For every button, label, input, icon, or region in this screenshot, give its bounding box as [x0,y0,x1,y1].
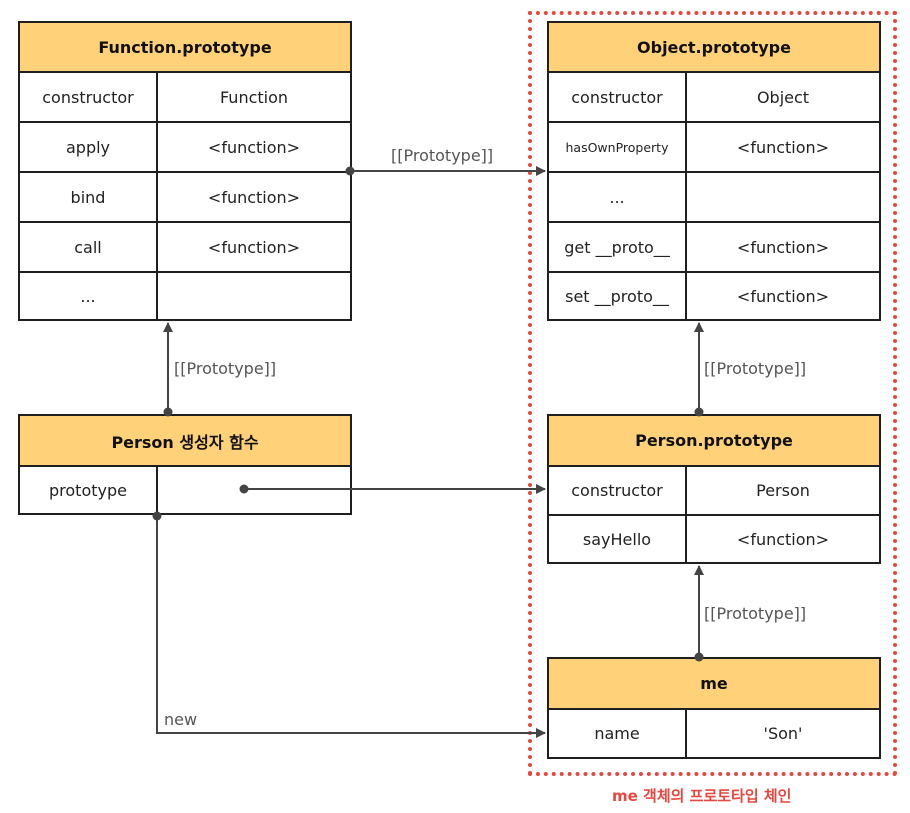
table-row: prototype [20,467,350,513]
table-row: call <function> [20,223,350,273]
function-prototype-box: Function.prototype constructor Function … [18,21,352,321]
property-value: <function> [207,137,301,157]
table-row: ... [549,173,879,223]
table-row: constructor Person [549,467,879,516]
property-key: constructor [20,73,158,121]
me-object-title: me [549,659,879,710]
property-key: hasOwnProperty [549,123,687,171]
new-link-label: new [164,710,198,729]
arrow-new-person-to-me [156,516,546,738]
property-value: <function> [736,286,830,306]
prototype-link-label: [[Prototype]] [704,604,807,623]
table-row: hasOwnProperty <function> [549,123,879,173]
prototype-chain-caption: me 객체의 프로토타입 체인 [612,787,792,805]
person-constructor-box: Person 생성자 함수 prototype [18,414,352,515]
prototype-link-label: [[Prototype]] [704,359,807,378]
property-key: bind [20,173,158,221]
table-row: constructor Function [20,73,350,123]
prototype-chain-highlight [528,11,897,776]
property-key: constructor [549,467,687,514]
property-key: call [20,223,158,271]
person-prototype-title: Person.prototype [549,416,879,467]
table-row: bind <function> [20,173,350,223]
property-value: <function> [736,137,830,157]
property-key: constructor [549,73,687,121]
property-value: Function [219,87,289,107]
person-constructor-title: Person 생성자 함수 [20,416,350,467]
property-key: set __proto__ [549,273,687,319]
property-value: <function> [207,187,301,207]
prototype-link-label: [[Prototype]] [391,146,494,165]
object-prototype-box: Object.prototype constructor Object hasO… [547,21,881,321]
prototype-link-label: [[Prototype]] [174,359,277,378]
property-value: <function> [207,237,301,257]
connector-dot [152,511,162,521]
table-row: set __proto__ <function> [549,273,879,319]
connector-dot [694,407,704,417]
property-key: sayHello [549,516,687,562]
table-row: get __proto__ <function> [549,223,879,273]
me-object-box: me name 'Son' [547,657,881,759]
property-key: get __proto__ [549,223,687,271]
person-prototype-box: Person.prototype constructor Person sayH… [547,414,881,564]
property-value: <function> [736,529,830,549]
property-value: Object [756,87,810,107]
table-row: name 'Son' [549,710,879,757]
property-value: 'Son' [763,724,803,743]
table-row: sayHello <function> [549,516,879,562]
property-key: apply [20,123,158,171]
property-key: ... [549,173,687,221]
property-key: ... [20,273,158,319]
table-row: ... [20,273,350,319]
property-key: name [549,710,687,757]
object-prototype-title: Object.prototype [549,23,879,73]
connector-dot [345,166,355,176]
function-prototype-title: Function.prototype [20,23,350,73]
connector-dot [694,652,704,662]
property-key: prototype [20,467,158,513]
table-row: apply <function> [20,123,350,173]
property-value: <function> [736,237,830,257]
connector-dot [163,407,173,417]
connector-dot [239,484,249,494]
table-row: constructor Object [549,73,879,123]
property-value: Person [756,481,810,500]
